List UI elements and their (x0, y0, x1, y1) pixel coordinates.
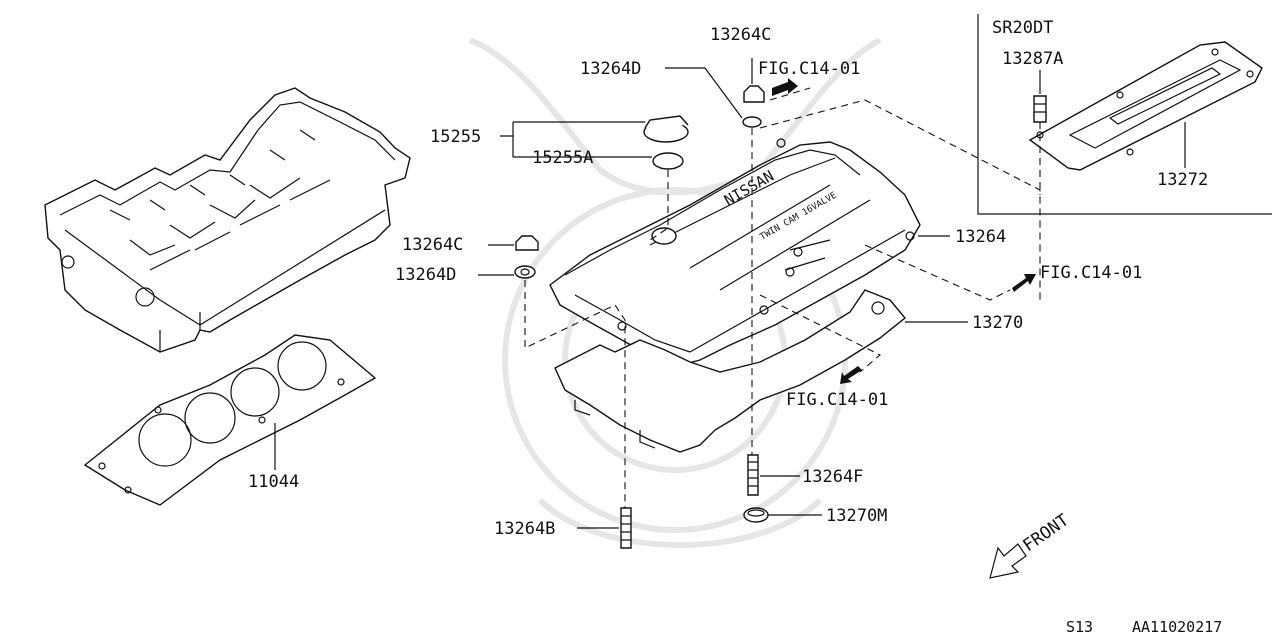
oil-cap-label: 15255 (430, 127, 481, 147)
stud-f-label: 13264F (802, 467, 863, 487)
assembly-dash-lines (524, 87, 1041, 520)
head-gasket-label: 11044 (248, 472, 299, 492)
oil-filler-cap (643, 115, 689, 170)
rocker-cover: NISSAN TWIN CAM 16VALVE (549, 138, 921, 366)
diagram-code: AA11020217 (1132, 618, 1222, 636)
front-label: FRONT (1019, 510, 1072, 556)
top-washer-label: 13264D (580, 59, 641, 79)
fig-ref-right[interactable]: FIG.C14-01 (1040, 263, 1142, 283)
front-arrow-icon (989, 543, 1027, 579)
stud-f (747, 454, 759, 496)
stud-b (620, 507, 632, 549)
cover-gasket (554, 289, 906, 453)
cylinder-head (44, 87, 411, 353)
rocker-cover-label: 13264 (955, 227, 1006, 247)
left-nut (514, 235, 539, 279)
top-nut (742, 85, 765, 128)
fig-ref-top-arrow-icon (772, 78, 798, 96)
top-nut-label: 13264C (710, 25, 771, 45)
cover-gasket-label: 13270 (972, 313, 1023, 333)
inset-plate-label: 13272 (1157, 170, 1208, 190)
inset-bolt-label: 13287A (1002, 49, 1063, 69)
fig-ref-right-arrow-icon (1012, 274, 1036, 292)
fig-ref-bottom[interactable]: FIG.C14-01 (786, 390, 888, 410)
stud-b-label: 13264B (494, 519, 555, 539)
left-washer-label: 13264D (395, 265, 456, 285)
oring-label: 13270M (826, 506, 887, 526)
oil-cap-seal-label: 15255A (532, 148, 593, 168)
head-gasket (83, 334, 377, 506)
oring (743, 507, 769, 523)
fig-ref-top[interactable]: FIG.C14-01 (758, 59, 860, 79)
fig-ref-bottom-arrow-icon (840, 366, 862, 384)
sr20dt-inset (977, 14, 1272, 215)
left-nut-label: 13264C (402, 235, 463, 255)
model-code: S13 (1066, 618, 1093, 636)
inset-title: SR20DT (992, 18, 1053, 38)
